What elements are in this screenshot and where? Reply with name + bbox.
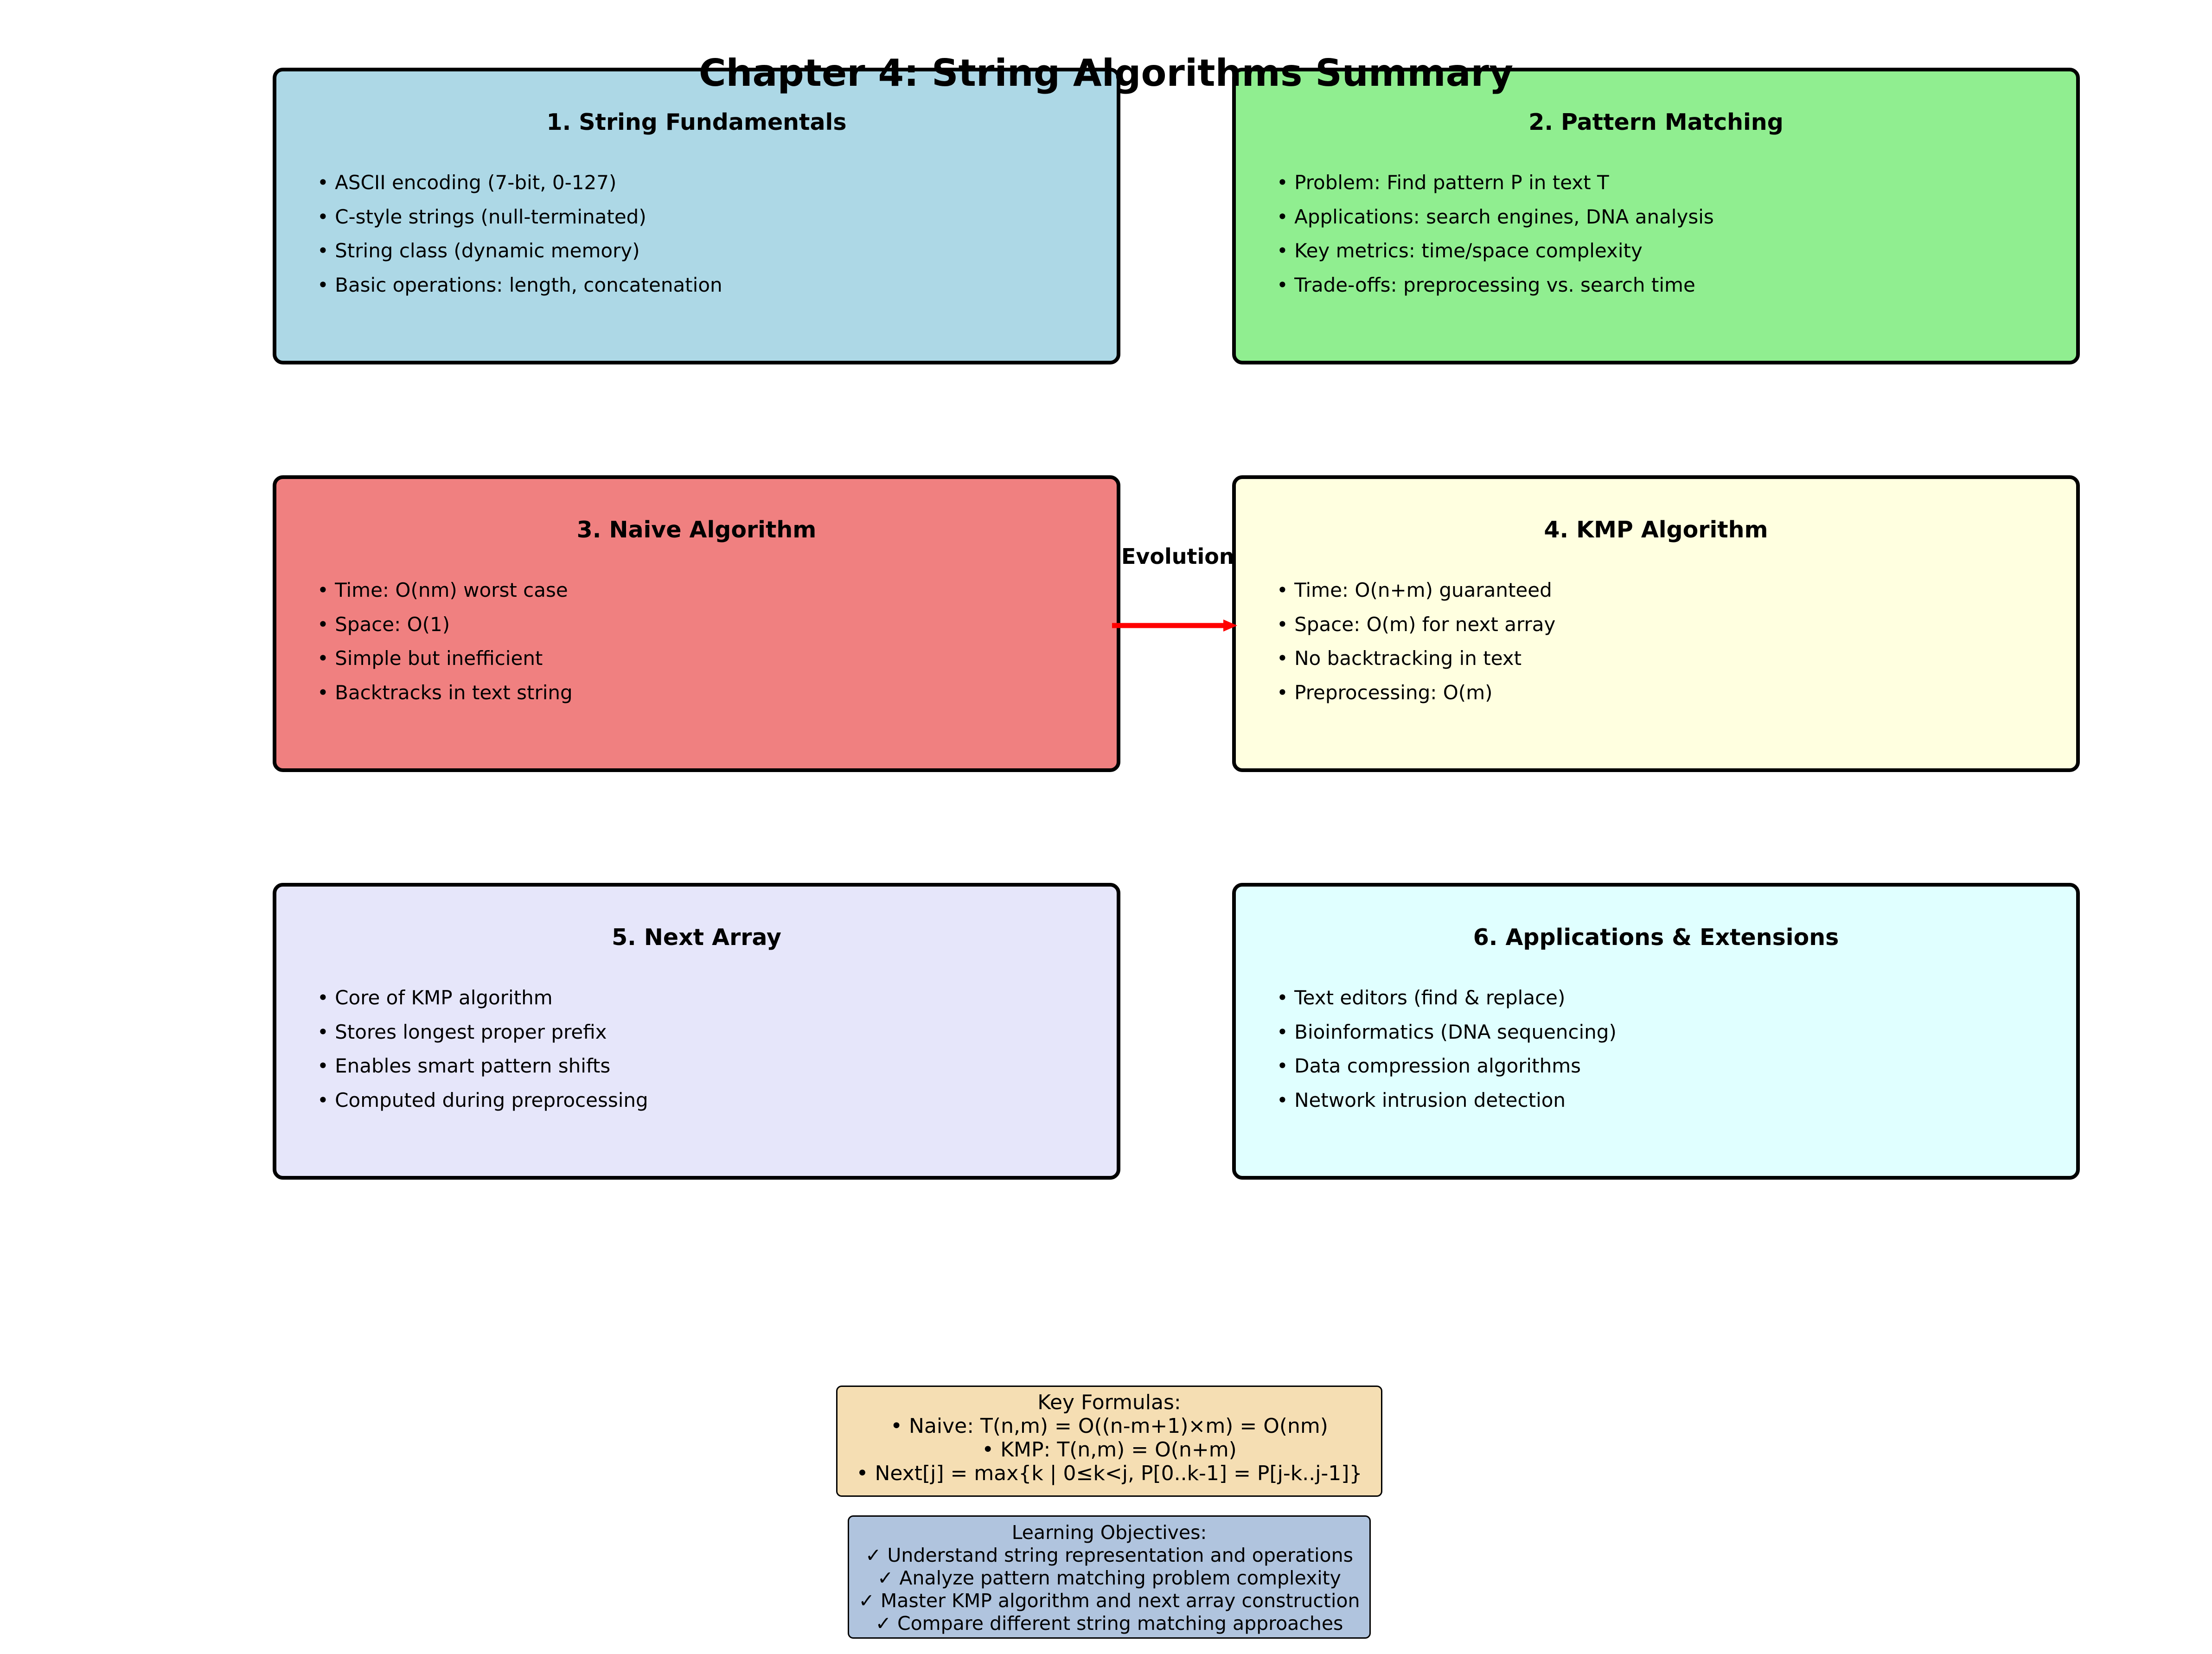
- objective-line: ✓ Analyze pattern matching problem compl…: [877, 1567, 1341, 1589]
- bullet-item: • Preprocessing: O(m): [1277, 681, 1493, 704]
- key-formulas-box: Key Formulas: • Naive: T(n,m) = O((n-m+1…: [836, 1386, 1382, 1497]
- box-pattern-matching: 2. Pattern Matching • Problem: Find patt…: [1232, 68, 2080, 364]
- bullet-item: • C-style strings (null-terminated): [317, 205, 646, 228]
- bullet-item: • Space: O(m) for next array: [1277, 613, 1556, 636]
- formula-line: • KMP: T(n,m) = O(n+m): [982, 1438, 1237, 1462]
- box-bullet-list: • ASCII encoding (7-bit, 0-127) • C-styl…: [317, 166, 722, 302]
- bullet-item: • Time: O(nm) worst case: [317, 579, 568, 601]
- bullet-item: • Simple but inefficient: [317, 647, 543, 670]
- bullet-item: • Applications: search engines, DNA anal…: [1277, 205, 1714, 228]
- box-naive-algorithm: 3. Naive Algorithm • Time: O(nm) worst c…: [273, 475, 1120, 772]
- box-bullet-list: • Core of KMP algorithm • Stores longest…: [317, 981, 648, 1117]
- bullet-item: • Core of KMP algorithm: [317, 986, 553, 1009]
- bullet-item: • Stores longest proper prefix: [317, 1020, 607, 1043]
- bullet-item: • Text editors (find & replace): [1277, 986, 1566, 1009]
- learning-objectives-box: Learning Objectives: ✓ Understand string…: [848, 1515, 1371, 1639]
- bullet-item: • Trade-offs: preprocessing vs. search t…: [1277, 273, 1695, 296]
- box-applications-extensions: 6. Applications & Extensions • Text edit…: [1232, 883, 2080, 1180]
- bullet-item: • ASCII encoding (7-bit, 0-127): [317, 171, 617, 194]
- bullet-item: • Enables smart pattern shifts: [317, 1054, 611, 1077]
- bullet-item: • No backtracking in text: [1277, 647, 1522, 670]
- box-title: 2. Pattern Matching: [1528, 109, 1784, 135]
- objective-line: ✓ Understand string representation and o…: [865, 1544, 1353, 1566]
- evolution-arrow: [1112, 619, 1237, 632]
- bullet-item: • Basic operations: length, concatenatio…: [317, 273, 722, 296]
- bullet-item: • String class (dynamic memory): [317, 239, 640, 262]
- box-title: 1. String Fundamentals: [546, 109, 847, 135]
- evolution-arrow-label: Evolution: [1121, 544, 1234, 569]
- box-title: 5. Next Array: [612, 924, 781, 951]
- bullet-item: • Computed during preprocessing: [317, 1088, 648, 1111]
- box-bullet-list: • Text editors (find & replace) • Bioinf…: [1277, 981, 1617, 1117]
- formulas-heading: Key Formulas:: [1037, 1391, 1181, 1414]
- box-title: 6. Applications & Extensions: [1473, 924, 1839, 951]
- box-bullet-list: • Problem: Find pattern P in text T • Ap…: [1277, 166, 1714, 302]
- bullet-item: • Backtracks in text string: [317, 681, 573, 704]
- bullet-item: • Data compression algorithms: [1277, 1054, 1581, 1077]
- diagram-title: Chapter 4: String Algorithms Summary: [698, 51, 1514, 95]
- bullet-item: • Problem: Find pattern P in text T: [1277, 171, 1609, 194]
- box-title: 3. Naive Algorithm: [576, 517, 817, 543]
- box-next-array: 5. Next Array • Core of KMP algorithm • …: [273, 883, 1120, 1180]
- bullet-item: • Bioinformatics (DNA sequencing): [1277, 1020, 1617, 1043]
- formula-line: • Next[j] = max{k | 0≤k<j, P[0..k-1] = P…: [856, 1462, 1362, 1485]
- box-bullet-list: • Time: O(n+m) guaranteed • Space: O(m) …: [1277, 573, 1555, 709]
- objective-line: ✓ Master KMP algorithm and next array co…: [858, 1590, 1360, 1612]
- bullet-item: • Key metrics: time/space complexity: [1277, 239, 1643, 262]
- box-string-fundamentals: 1. String Fundamentals • ASCII encoding …: [273, 68, 1120, 364]
- objective-line: ✓ Compare different string matching appr…: [875, 1612, 1343, 1635]
- objectives-heading: Learning Objectives:: [1011, 1521, 1207, 1544]
- evolution-arrow-head: [1223, 619, 1237, 632]
- box-title: 4. KMP Algorithm: [1544, 517, 1768, 543]
- box-bullet-list: • Time: O(nm) worst case • Space: O(1) •…: [317, 573, 573, 709]
- bullet-item: • Network intrusion detection: [1277, 1088, 1566, 1111]
- bullet-item: • Space: O(1): [317, 613, 450, 636]
- formula-line: • Naive: T(n,m) = O((n-m+1)×m) = O(nm): [890, 1414, 1328, 1438]
- box-kmp-algorithm: 4. KMP Algorithm • Time: O(n+m) guarante…: [1232, 475, 2080, 772]
- bullet-item: • Time: O(n+m) guaranteed: [1277, 579, 1552, 601]
